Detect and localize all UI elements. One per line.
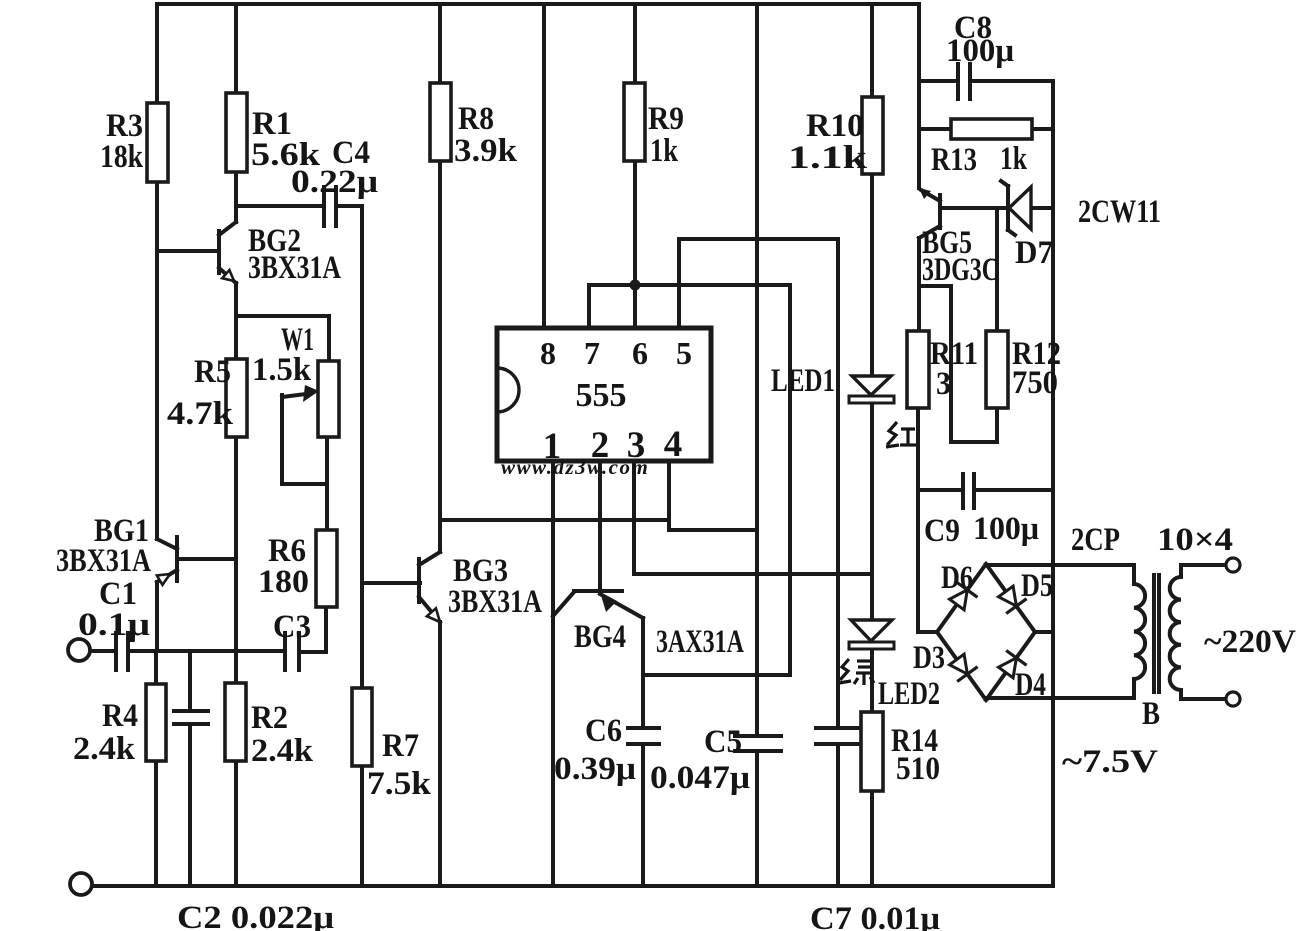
svg-text:LED2: LED2 xyxy=(878,676,940,712)
svg-text:0.22μ: 0.22μ xyxy=(291,164,378,200)
svg-text:D3: D3 xyxy=(913,640,945,676)
svg-text:BG3: BG3 xyxy=(453,553,508,589)
svg-text:R11: R11 xyxy=(930,336,978,372)
svg-text:C7 0.01μ: C7 0.01μ xyxy=(810,901,940,931)
svg-text:D6: D6 xyxy=(941,560,973,596)
svg-text:8: 8 xyxy=(540,335,556,371)
svg-text:R5: R5 xyxy=(194,354,231,390)
svg-text:www.dz3w.com: www.dz3w.com xyxy=(501,455,649,479)
svg-text:R4: R4 xyxy=(102,698,138,734)
svg-text:3: 3 xyxy=(936,366,951,402)
svg-text:2: 2 xyxy=(591,425,610,466)
svg-text:2.4k: 2.4k xyxy=(251,733,314,769)
svg-text:C8: C8 xyxy=(954,10,992,46)
svg-text:180: 180 xyxy=(258,564,309,600)
svg-text:R8: R8 xyxy=(458,101,494,137)
svg-text:0.39μ: 0.39μ xyxy=(554,751,636,787)
svg-text:C5: C5 xyxy=(704,724,742,760)
svg-text:BG4: BG4 xyxy=(574,619,626,655)
svg-text:555: 555 xyxy=(576,377,627,414)
svg-text:1.5k: 1.5k xyxy=(252,352,312,388)
svg-text:C4: C4 xyxy=(332,135,370,171)
svg-text:~7.5V: ~7.5V xyxy=(1062,744,1158,780)
svg-text:D7: D7 xyxy=(1015,235,1053,271)
svg-text:10×4: 10×4 xyxy=(1157,522,1233,558)
svg-text:1: 1 xyxy=(543,426,562,467)
svg-text:0.047μ: 0.047μ xyxy=(650,760,750,796)
svg-text:C2 0.022μ: C2 0.022μ xyxy=(177,900,334,931)
svg-text:4: 4 xyxy=(664,424,683,465)
svg-text:5: 5 xyxy=(676,335,692,371)
svg-text:3BX31A: 3BX31A xyxy=(56,543,151,579)
svg-text:B: B xyxy=(1142,696,1160,732)
svg-text:100μ: 100μ xyxy=(946,33,1014,69)
svg-text:4.7k: 4.7k xyxy=(167,396,234,432)
svg-text:R3: R3 xyxy=(106,108,143,144)
svg-text:1k: 1k xyxy=(650,133,679,169)
svg-text:750: 750 xyxy=(1012,365,1058,401)
svg-text:3.9k: 3.9k xyxy=(454,133,518,169)
svg-text:R6: R6 xyxy=(268,533,306,569)
svg-text:D5: D5 xyxy=(1021,568,1053,604)
svg-text:0.1μ: 0.1μ xyxy=(78,607,150,643)
svg-text:R7: R7 xyxy=(382,728,419,764)
svg-text:R12: R12 xyxy=(1012,336,1061,372)
svg-text:3BX31A: 3BX31A xyxy=(248,250,341,286)
svg-text:2CW11: 2CW11 xyxy=(1078,194,1161,230)
svg-text:D4: D4 xyxy=(1015,667,1046,703)
svg-text:3DG3C: 3DG3C xyxy=(922,252,999,288)
svg-text:R13: R13 xyxy=(931,142,977,178)
svg-text:C6: C6 xyxy=(585,713,622,749)
svg-text:3: 3 xyxy=(627,425,646,466)
svg-text:2CP: 2CP xyxy=(1071,522,1120,558)
svg-text:1.1k: 1.1k xyxy=(788,140,868,176)
svg-text:BG1: BG1 xyxy=(94,513,149,549)
svg-text:BG5: BG5 xyxy=(922,225,972,261)
svg-text:7.5k: 7.5k xyxy=(367,766,432,802)
svg-text:~220V: ~220V xyxy=(1204,624,1296,660)
svg-text:100μ: 100μ xyxy=(973,511,1039,547)
svg-text:5.6k: 5.6k xyxy=(251,137,321,173)
svg-text:BG2: BG2 xyxy=(248,223,301,259)
svg-text:1k: 1k xyxy=(1000,141,1027,177)
svg-text:C3: C3 xyxy=(273,609,311,645)
svg-text:R10: R10 xyxy=(806,108,864,144)
svg-text:LED1: LED1 xyxy=(771,363,835,399)
svg-text:510: 510 xyxy=(896,751,940,787)
svg-text:3AX31A: 3AX31A xyxy=(656,624,744,660)
svg-text:R2: R2 xyxy=(251,700,288,736)
svg-text:6: 6 xyxy=(632,335,648,371)
svg-text:18k: 18k xyxy=(100,139,144,175)
svg-text:3BX31A: 3BX31A xyxy=(448,584,542,620)
svg-text:C9: C9 xyxy=(924,513,960,549)
svg-text:R14: R14 xyxy=(891,723,938,759)
svg-text:W1: W1 xyxy=(281,322,314,358)
svg-text:R9: R9 xyxy=(648,101,684,137)
svg-text:R1: R1 xyxy=(252,106,292,142)
svg-text:7: 7 xyxy=(584,335,600,371)
svg-text:C1: C1 xyxy=(99,576,137,612)
svg-text:2.4k: 2.4k xyxy=(73,731,136,767)
